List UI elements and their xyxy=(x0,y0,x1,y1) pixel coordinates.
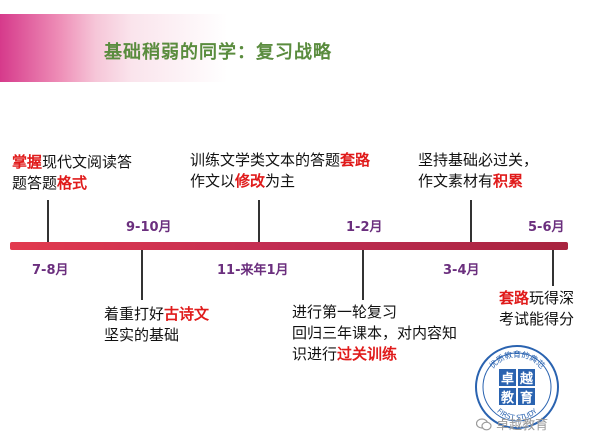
logo-char: 越 xyxy=(519,371,534,387)
note-text: 现代文阅读答 xyxy=(42,153,133,171)
note-text: 作文以 xyxy=(190,172,236,190)
note-text: 玩得深 xyxy=(529,289,575,307)
tick-below-1 xyxy=(141,250,143,300)
logo-char: 卓 xyxy=(501,371,514,387)
highlight-text: 套路 xyxy=(340,151,371,169)
date-label: 7-8月 xyxy=(32,263,69,278)
note-above-1: 掌握现代文阅读答 题答题格式 xyxy=(12,152,132,194)
tick-below-3 xyxy=(552,250,554,286)
note-text: 作文素材有 xyxy=(418,172,494,190)
note-text: 着重打好 xyxy=(104,305,165,323)
header-banner: 基础稍弱的同学：复习战略 xyxy=(0,14,598,82)
timeline-axis xyxy=(10,242,568,250)
date-label: 3-4月 xyxy=(443,263,480,278)
highlight-text: 套路 xyxy=(499,289,530,307)
date-label: 11-来年1月 xyxy=(217,263,289,278)
note-below-1: 着重打好古诗文 坚实的基础 xyxy=(104,304,209,346)
tick-above-2 xyxy=(258,200,260,242)
date-label: 5-6月 xyxy=(528,220,565,235)
note-below-2: 进行第一轮复习 回归三年课本，对内容知 识进行过关训练 xyxy=(292,302,457,365)
tick-above-1 xyxy=(47,200,49,242)
school-logo: 优质教育的典范 FIRST STUDY 卓 越 教 育 xyxy=(475,345,559,429)
note-above-2: 训练文学类文本的答题套路 作文以修改为主 xyxy=(190,150,370,192)
note-text: 题答题 xyxy=(12,174,58,192)
date-label: 1-2月 xyxy=(346,220,383,235)
note-text: 坚实的基础 xyxy=(104,326,180,344)
date-label: 9-10月 xyxy=(126,220,172,235)
note-above-3: 坚持基础必过关， 作文素材有积累 xyxy=(418,150,538,192)
note-text: 识进行 xyxy=(292,345,338,363)
page-title: 基础稍弱的同学：复习战略 xyxy=(104,42,332,63)
tick-below-2 xyxy=(362,250,364,300)
header-gradient xyxy=(0,14,598,82)
watermark: 卓越教育 xyxy=(475,414,549,433)
note-text: 训练文学类文本的答题 xyxy=(190,151,341,169)
highlight-text: 格式 xyxy=(57,174,88,192)
logo-char: 育 xyxy=(520,390,533,406)
highlight-text: 过关训练 xyxy=(337,345,398,363)
watermark-text: 卓越教育 xyxy=(496,418,549,433)
note-text: 进行第一轮复习 xyxy=(292,303,398,321)
highlight-text: 古诗文 xyxy=(164,305,210,323)
note-text: 考试能得分 xyxy=(499,310,575,328)
highlight-text: 修改 xyxy=(235,172,266,190)
note-text: 为主 xyxy=(265,172,296,190)
note-text: 回归三年课本，对内容知 xyxy=(292,324,458,342)
logo-char: 教 xyxy=(500,390,515,406)
note-text: 坚持基础必过关， xyxy=(418,151,539,169)
highlight-text: 掌握 xyxy=(12,153,43,171)
tick-above-3 xyxy=(470,200,472,242)
note-below-3: 套路玩得深 考试能得分 xyxy=(499,288,574,330)
wechat-icon xyxy=(475,418,492,431)
highlight-text: 积累 xyxy=(493,172,524,190)
